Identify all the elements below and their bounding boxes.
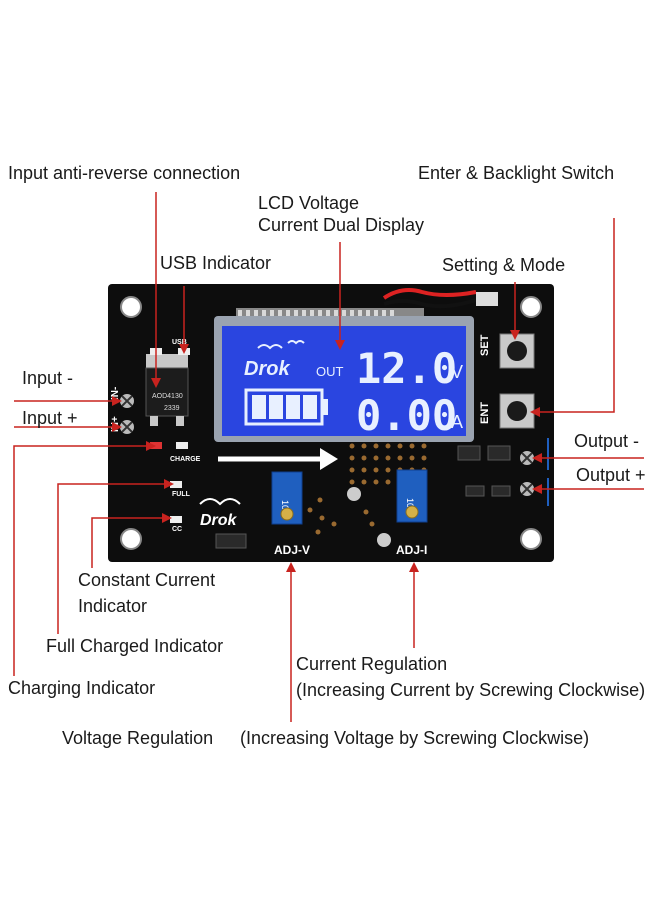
label-cc-line1: Constant Current <box>78 570 216 590</box>
mounting-hole-bl <box>120 528 142 550</box>
lcd-bird-icon-small <box>287 340 305 345</box>
pcb-bird-icon <box>199 498 241 506</box>
silk-adj-v: ADJ-V <box>274 543 310 557</box>
screw-hole-1 <box>347 487 361 501</box>
silk-ent: ENT <box>479 402 491 424</box>
lcd-out-label: OUT <box>316 364 344 379</box>
label-output-plus: Output + <box>576 465 646 485</box>
silk-cc: CC <box>172 526 182 533</box>
red-wire <box>382 288 477 300</box>
lcd-brand: Drok <box>244 358 290 380</box>
led-power <box>150 442 162 449</box>
label-voltage-regulation: Voltage Regulation <box>62 728 214 748</box>
label-input-anti-reverse: Input anti-reverse connection <box>8 163 241 183</box>
label-full-charged: Full Charged Indicator <box>46 636 224 656</box>
lcd-bird-icon <box>257 344 283 350</box>
label-enter-backlight: Enter & Backlight Switch <box>418 163 615 183</box>
lcd-voltage-value: 12.0 <box>356 344 457 393</box>
label-input-minus: Input - <box>22 368 74 388</box>
silk-adj-i: ADJ-I <box>396 543 427 557</box>
via-grid <box>307 443 427 535</box>
silk-charge: CHARGE <box>170 456 201 463</box>
lcd-current-value: 0.00 <box>356 391 457 440</box>
black-wire <box>383 298 477 309</box>
label-input-plus: Input + <box>22 408 78 428</box>
label-current-regulation: Current Regulation <box>296 654 448 674</box>
mounting-hole-br <box>520 528 542 550</box>
mosfet-chip <box>145 367 189 417</box>
led-cc <box>170 516 182 523</box>
led-full <box>170 481 182 488</box>
pot-voltage-code: 103 <box>280 500 290 515</box>
label-current-regulation-note: (Increasing Current by Screwing Clockwis… <box>296 680 646 700</box>
pcb-brand: Drok <box>200 512 238 529</box>
lcd-voltage-unit: V <box>451 362 463 382</box>
pot-voltage[interactable]: 103 <box>271 471 303 525</box>
wire-connector <box>476 292 498 306</box>
set-button-cap[interactable] <box>507 341 527 361</box>
smd-components <box>215 445 511 549</box>
callout-arrowheads <box>112 330 542 572</box>
label-charging: Charging Indicator <box>8 678 156 698</box>
lcd-current-unit: A <box>451 412 463 432</box>
silk-full: FULL <box>172 491 191 498</box>
mounting-hole-tl <box>120 296 142 318</box>
ent-button-cap[interactable] <box>507 401 527 421</box>
lcd-pins <box>238 310 394 320</box>
silk-set: SET <box>479 334 491 356</box>
silk-usb: USB <box>172 339 187 346</box>
label-cc-line2: Indicator <box>78 596 148 616</box>
label-voltage-regulation-note: (Increasing Voltage by Screwing Clockwis… <box>240 728 590 748</box>
label-lcd-line2: Current Dual Display <box>258 215 425 235</box>
chip-tab <box>146 354 188 368</box>
screw-hole-2 <box>377 533 391 547</box>
label-output-minus: Output - <box>574 431 640 451</box>
pot-current[interactable]: 103 <box>396 469 428 523</box>
label-usb-indicator: USB Indicator <box>160 253 272 273</box>
chip-label-2: 2339 <box>164 405 180 412</box>
label-setting-mode: Setting & Mode <box>442 255 566 275</box>
silk-in-minus: IN- <box>110 387 121 400</box>
pot-current-code: 103 <box>405 498 415 513</box>
callout-lines <box>13 192 644 722</box>
lcd-battery-icon <box>244 388 328 426</box>
chip-label-1: AOD4130 <box>152 393 183 400</box>
label-lcd-line1: LCD Voltage <box>258 193 360 213</box>
led-charge <box>176 442 188 449</box>
mounting-hole-tr <box>520 296 542 318</box>
